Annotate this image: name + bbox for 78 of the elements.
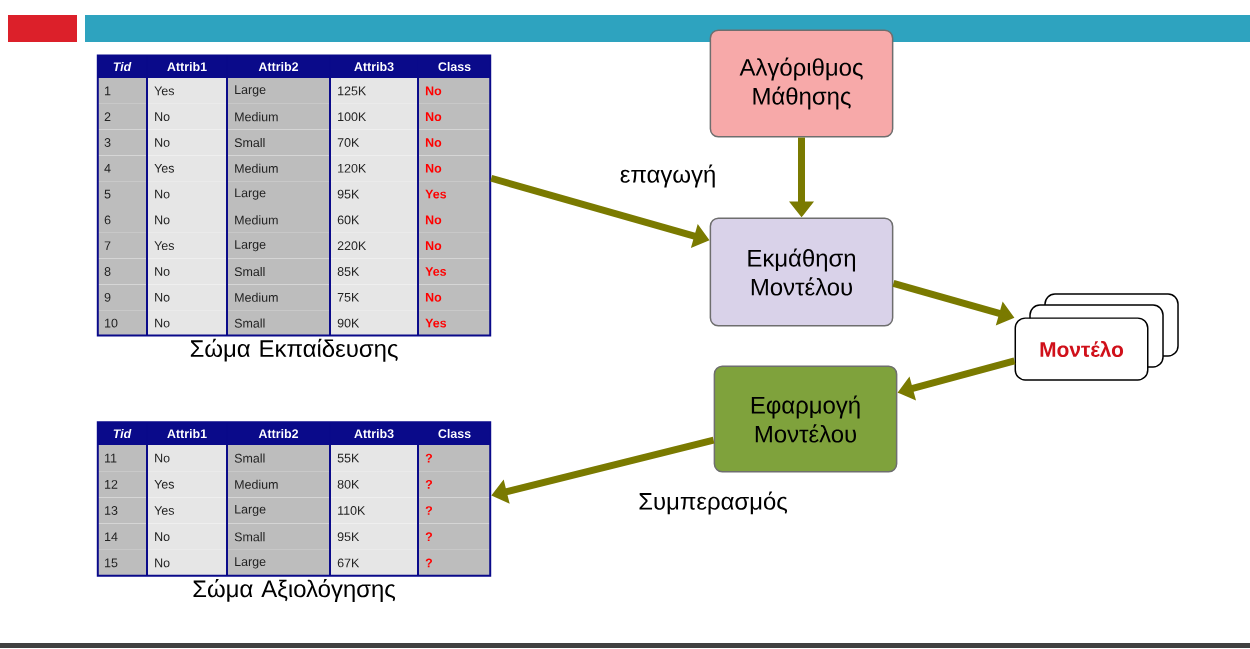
table-cell: 95K	[330, 181, 418, 207]
table-cell: ?	[418, 471, 491, 498]
table-cell: No	[147, 310, 227, 336]
header-cell: Attrib2	[227, 422, 330, 445]
table-cell: Yes	[147, 155, 227, 182]
table-cell: 220K	[330, 232, 418, 259]
table-cell: Small	[227, 445, 330, 472]
table-cell: No	[418, 103, 491, 130]
table-cell: 11	[97, 445, 147, 472]
table-cell: No	[147, 523, 227, 550]
table-cell: ?	[418, 445, 491, 472]
table-cell: No	[147, 549, 227, 576]
table-caption: Σώμα Εκπαίδευσης	[190, 338, 398, 362]
table-cell: No	[418, 129, 491, 156]
table-cell: No	[147, 207, 227, 233]
table-cell: Large	[227, 78, 330, 104]
table-cell: 100K	[330, 103, 418, 130]
table-cell: Large	[227, 549, 330, 576]
table-cell: Medium	[227, 103, 330, 130]
table-cell: Yes	[147, 78, 227, 104]
table-cell: ?	[418, 523, 491, 550]
table-cell: No	[418, 78, 491, 104]
table-cell: Yes	[147, 232, 227, 259]
table-cell: 125K	[330, 78, 418, 104]
process-box: Εφαρμογή Μοντέλου	[713, 365, 898, 473]
table-cell: 67K	[330, 549, 418, 576]
table-cell: No	[418, 207, 491, 233]
edge-label: Συμπερασμός	[639, 491, 788, 515]
table-cell: Yes	[147, 471, 227, 498]
table-cell: Small	[227, 258, 330, 285]
table-cell: Medium	[227, 284, 330, 311]
table-cell: 90K	[330, 310, 418, 336]
table-cell: 120K	[330, 155, 418, 182]
table-cell: 1	[97, 78, 147, 104]
table-cell: Medium	[227, 207, 330, 233]
table-cell: No	[147, 129, 227, 156]
table-cell: 13	[97, 497, 147, 524]
table-cell: No	[418, 284, 491, 311]
card-stack: Μοντέλο	[1014, 293, 1179, 381]
table-cell: No	[147, 445, 227, 472]
table-cell: No	[147, 258, 227, 285]
table-cell: Yes	[418, 181, 491, 207]
table-cell: Small	[227, 523, 330, 550]
table-cell: ?	[418, 549, 491, 576]
table-cell: 80K	[330, 471, 418, 498]
edge-label: επαγωγή	[620, 164, 715, 188]
table-cell: 110K	[330, 497, 418, 524]
table-cell: Large	[227, 232, 330, 259]
table-cell: 70K	[330, 129, 418, 156]
table-cell: Yes	[418, 258, 491, 285]
table-cell: Medium	[227, 155, 330, 182]
table-cell: Yes	[147, 497, 227, 524]
table-cell: No	[147, 284, 227, 311]
table-cell: Large	[227, 181, 330, 207]
table-cell: 60K	[330, 207, 418, 233]
table-cell: 9	[97, 284, 147, 311]
table-cell: No	[418, 155, 491, 182]
process-box: Αλγόριθμος Μάθησης	[709, 29, 894, 138]
process-box: Εκμάθηση Μοντέλου	[709, 217, 894, 327]
table-cell: Small	[227, 310, 330, 336]
table-cell: No	[418, 232, 491, 259]
table-cell: 5	[97, 181, 147, 207]
header-cell: Attrib2	[227, 55, 330, 78]
table-cell: 6	[97, 207, 147, 233]
table-cell: No	[147, 103, 227, 130]
table-cell: No	[147, 181, 227, 207]
table-caption: Σώμα Αξιολόγησης	[193, 579, 396, 602]
table-cell: Small	[227, 129, 330, 156]
table-cell: ?	[418, 497, 491, 524]
table-cell: 95K	[330, 523, 418, 550]
table-cell: 4	[97, 155, 147, 182]
table-cell: 55K	[330, 445, 418, 472]
table-cell: 85K	[330, 258, 418, 285]
table-cell: Large	[227, 497, 330, 524]
table-cell: 75K	[330, 284, 418, 311]
table-cell: Medium	[227, 471, 330, 498]
table-cell: 12	[97, 471, 147, 498]
table-cell: Yes	[418, 310, 491, 336]
